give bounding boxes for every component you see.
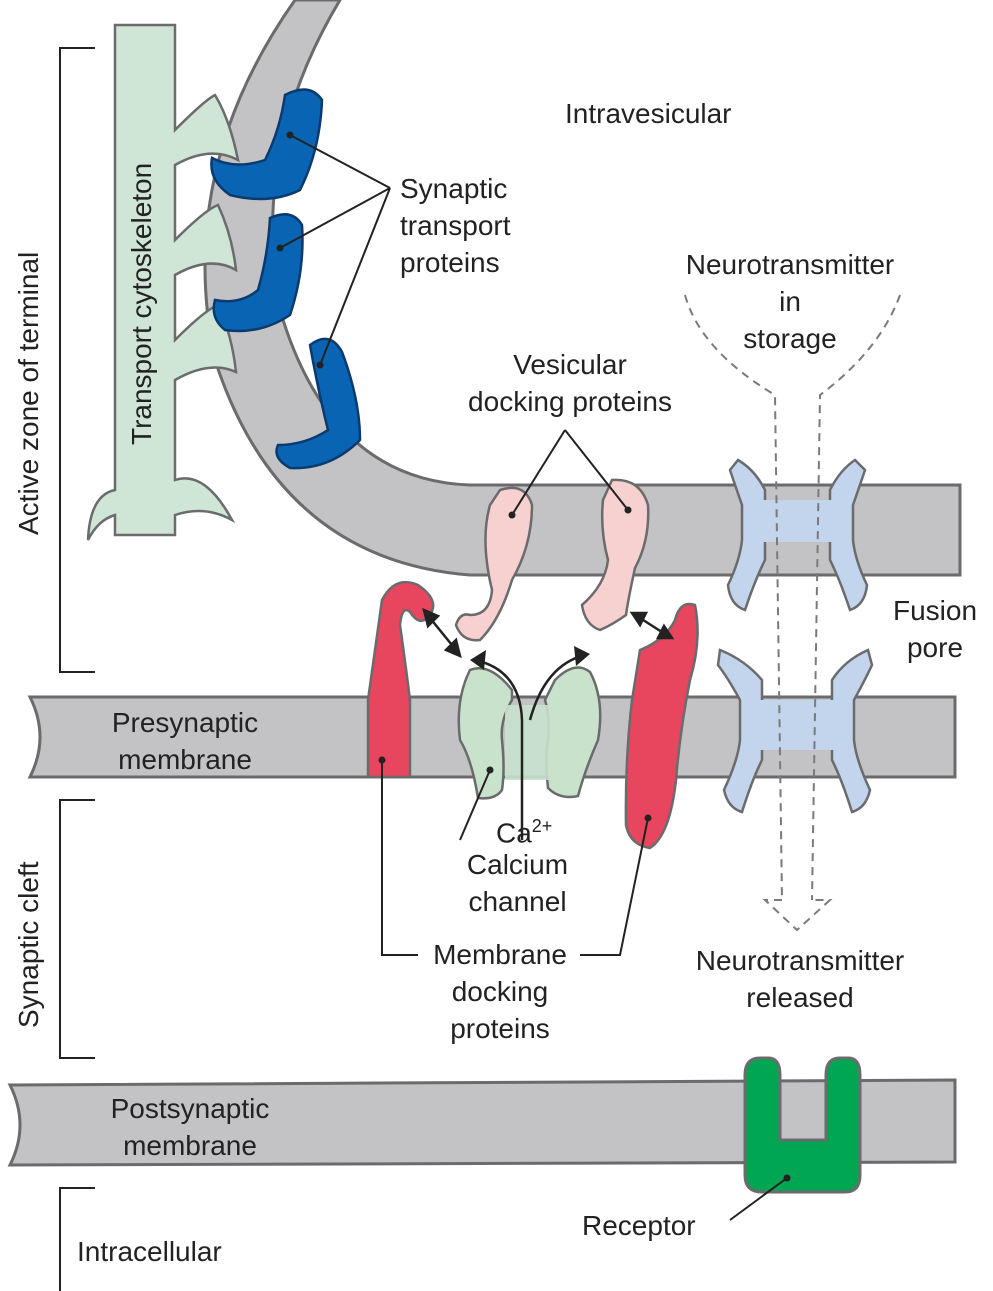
synaptic-transport-proteins <box>210 88 362 470</box>
calcium-channel <box>457 666 602 800</box>
leader-dots <box>276 131 791 1182</box>
docking-interaction-arrows <box>422 607 675 659</box>
intracellular-label: Intracellular <box>77 1236 222 1267</box>
calcium-ion-label: Ca2+ <box>496 816 553 849</box>
membrane-docking-proteins <box>366 580 699 850</box>
active-zone-label: Active zone of terminal <box>13 251 44 535</box>
calcium-channel-label: Calcium channel <box>466 849 569 917</box>
synaptic-cleft-label: Synaptic cleft <box>13 861 44 1028</box>
transport-cytoskeleton-label: Transport cytoskeleton <box>126 162 157 445</box>
postsynaptic-membrane-label: Postsynaptic membrane <box>110 1093 270 1161</box>
neurotransmitter-path <box>684 294 901 932</box>
intravesicular-label: Intravesicular <box>565 98 732 129</box>
leader-lines <box>279 134 788 1221</box>
calcium-arrowheads <box>470 646 590 670</box>
vesicular-docking-proteins <box>454 478 650 642</box>
vesicular-docking-proteins-label: Vesicular docking proteins <box>468 349 672 417</box>
membrane-docking-proteins-label: Membrane docking proteins <box>433 939 567 1044</box>
neurotransmitter-storage-label: Neurotransmitter in storage <box>685 249 895 354</box>
neurotransmitter-released-label: Neurotransmitter released <box>695 945 905 1013</box>
postsynaptic-membrane-band <box>7 1078 957 1167</box>
receptor-label: Receptor <box>582 1210 696 1241</box>
receptor-shape <box>743 1056 862 1194</box>
fusion-pore-label: Fusion pore <box>892 595 978 663</box>
fusion-pore-lower <box>716 648 874 814</box>
fusion-pore-upper <box>726 458 869 612</box>
region-brackets <box>59 47 95 1291</box>
transport-cytoskeleton <box>86 23 240 541</box>
synaptic-transport-proteins-label: Synaptic transport proteins <box>400 173 511 278</box>
presynaptic-membrane-label: Presynaptic membrane <box>111 707 259 775</box>
